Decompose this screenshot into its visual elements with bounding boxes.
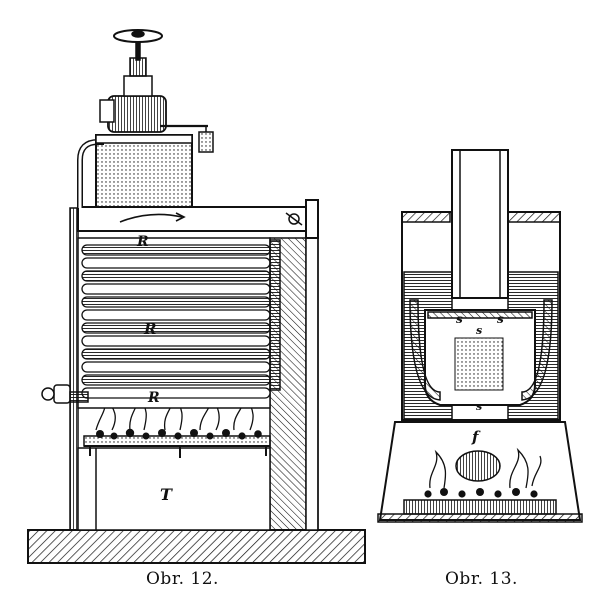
label-s-right: s xyxy=(497,312,504,326)
label-s-left: s xyxy=(456,312,463,326)
figure-13-section xyxy=(377,149,583,523)
label-s-inner: s xyxy=(476,324,482,337)
label-f-firebox: f xyxy=(471,428,481,446)
label-r-bottom: R xyxy=(147,390,160,406)
label-r-top: R xyxy=(136,234,149,250)
caption-figure-13: Obr. 13. xyxy=(445,569,518,589)
figure-12-boiler xyxy=(27,29,366,564)
label-t-ashpit: T xyxy=(160,485,173,504)
label-s-lower: s xyxy=(476,400,482,413)
label-r-middle: R xyxy=(143,320,156,338)
caption-figure-12: Obr. 12. xyxy=(146,569,219,589)
